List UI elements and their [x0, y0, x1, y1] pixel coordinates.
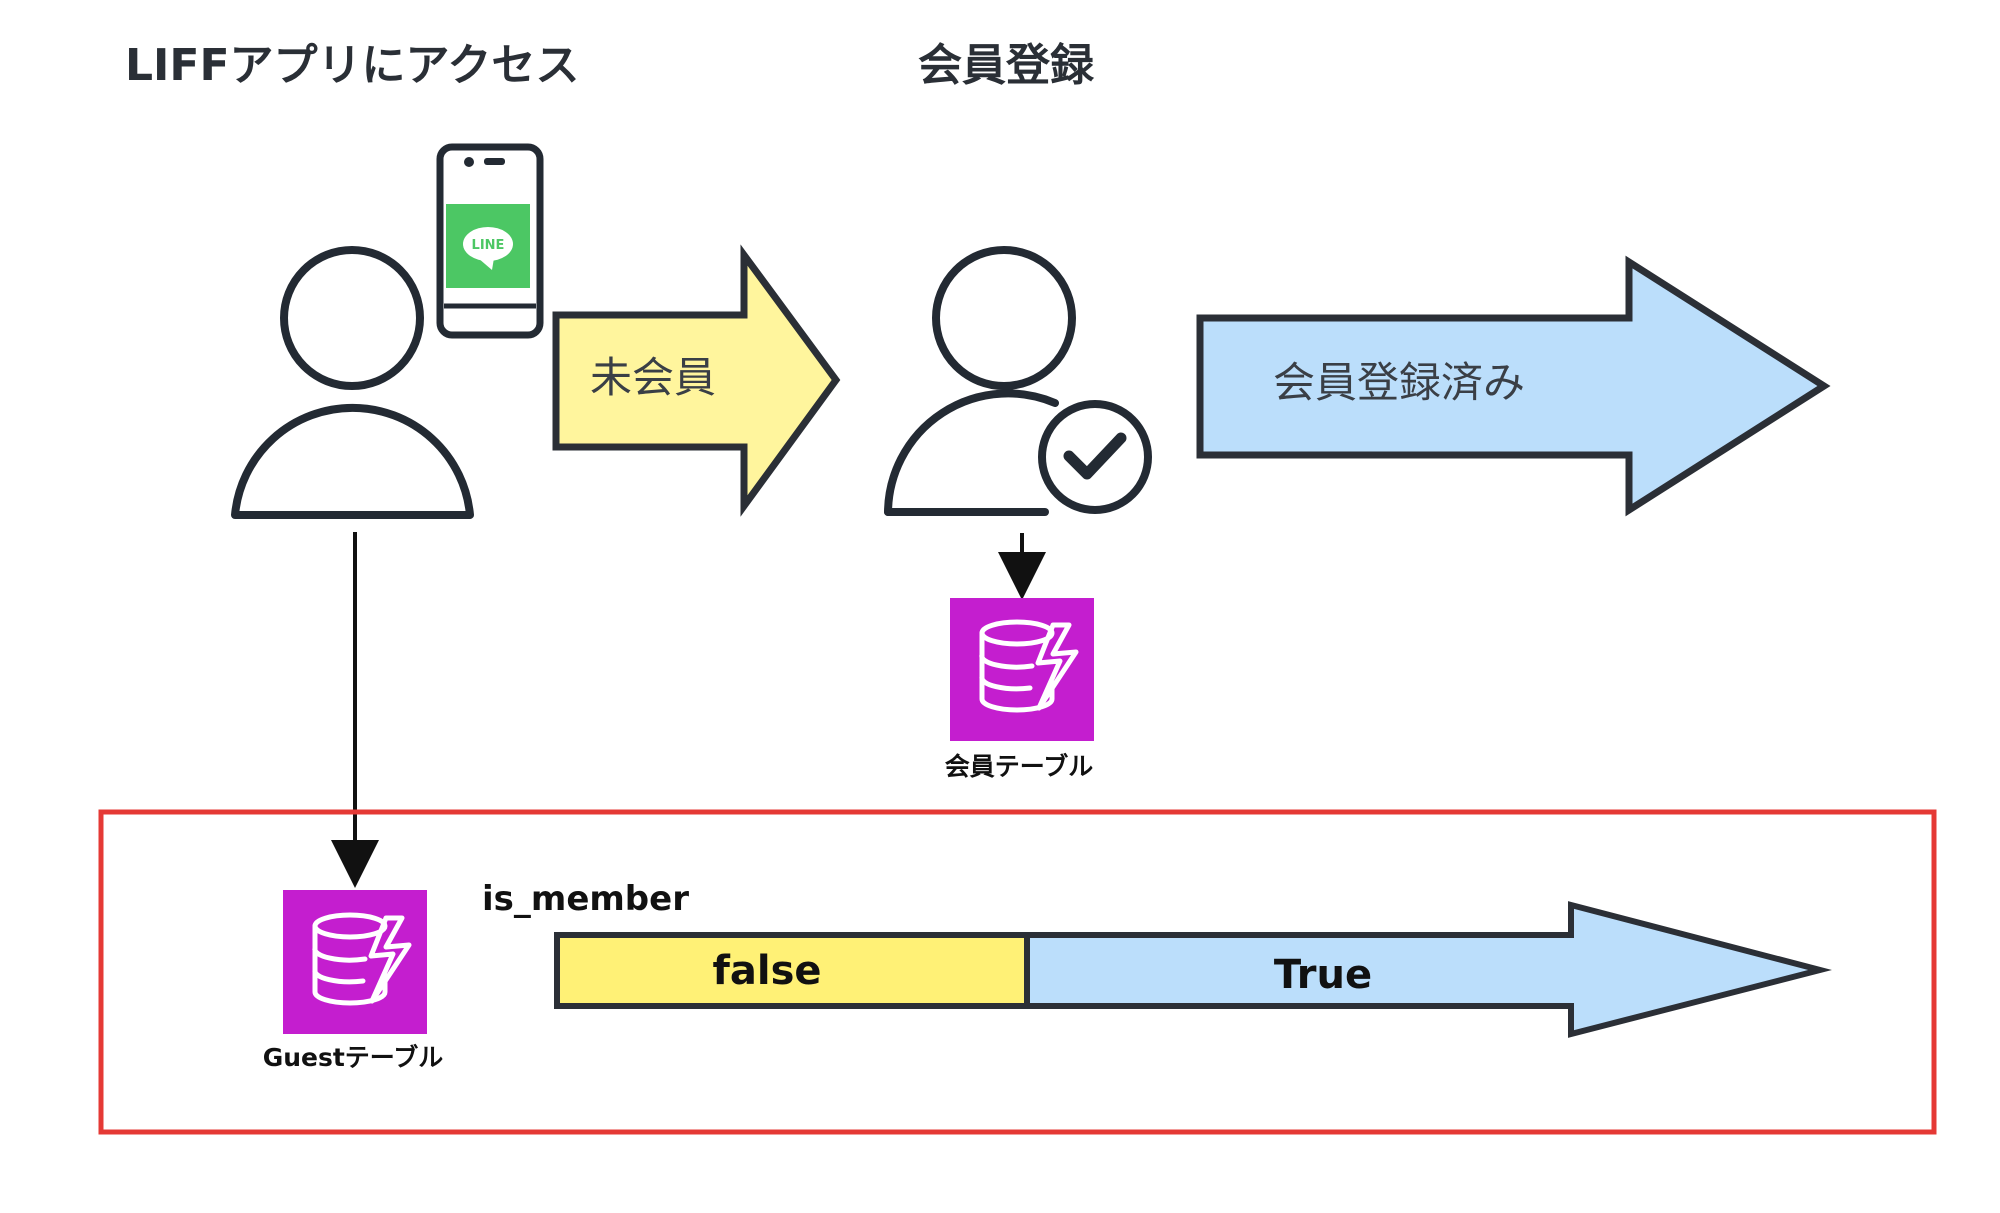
- true-state-label: True: [1274, 952, 1372, 998]
- non-member-label: 未会員: [590, 353, 716, 402]
- guest-state-highlight: [98, 809, 1937, 1135]
- guest-user-icon: [231, 246, 474, 519]
- member-registration-title: 会員登録: [918, 40, 1095, 91]
- smartphone-icon: LINE: [436, 143, 544, 339]
- false-state-label: false: [712, 948, 821, 994]
- guest-table-label: Guestテーブル: [263, 1043, 444, 1072]
- member-table-database-icon: [950, 598, 1094, 741]
- is-member-field-label: is_member: [482, 879, 689, 919]
- registered-user-icon: [884, 246, 1152, 516]
- registered-arrow: 会員登録済み: [1196, 255, 1831, 517]
- guest-table-database-icon: [283, 890, 427, 1034]
- true-state-segment: [1024, 901, 1832, 1038]
- check-circle-icon: [1038, 400, 1152, 514]
- line-app-label: LINE: [472, 238, 505, 253]
- registered-label: 会員登録済み: [1273, 358, 1525, 407]
- member-table-label: 会員テーブル: [945, 752, 1094, 781]
- non-member-arrow: 未会員: [552, 244, 841, 517]
- is-member-state-arrow: false True: [554, 901, 1832, 1038]
- liff-access-title: LIFFアプリにアクセス: [125, 40, 579, 91]
